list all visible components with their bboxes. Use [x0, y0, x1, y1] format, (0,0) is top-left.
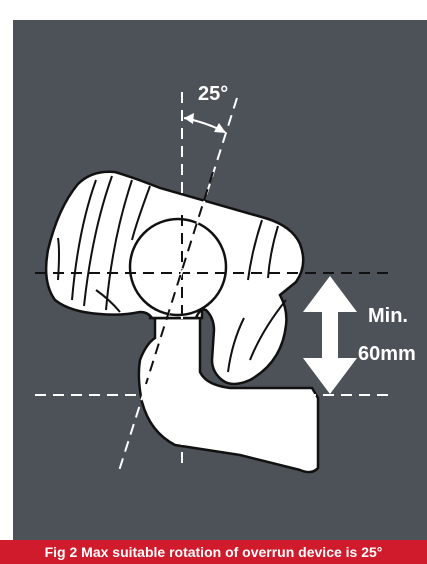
figure-caption: Fig 2 Max suitable rotation of overrun d… — [0, 540, 427, 564]
angle-indicator — [183, 113, 226, 133]
tilted-rotation-axis — [117, 97, 238, 475]
angle-arrowhead-left — [184, 113, 194, 124]
distance-label-line1: Min. — [368, 305, 408, 327]
distance-label-line2: 60mm — [358, 343, 416, 365]
towbar-bracket — [137, 316, 320, 474]
angle-label: 25° — [198, 83, 228, 105]
coupling-contour-lines — [57, 175, 287, 373]
tilted-rotation-axis-on-body — [145, 171, 214, 385]
coupling-diagram: 25° Min. 60mm — [35, 83, 416, 475]
angle-arrowhead-right — [214, 123, 226, 133]
tow-ball — [128, 217, 228, 317]
distance-arrow — [303, 276, 357, 394]
